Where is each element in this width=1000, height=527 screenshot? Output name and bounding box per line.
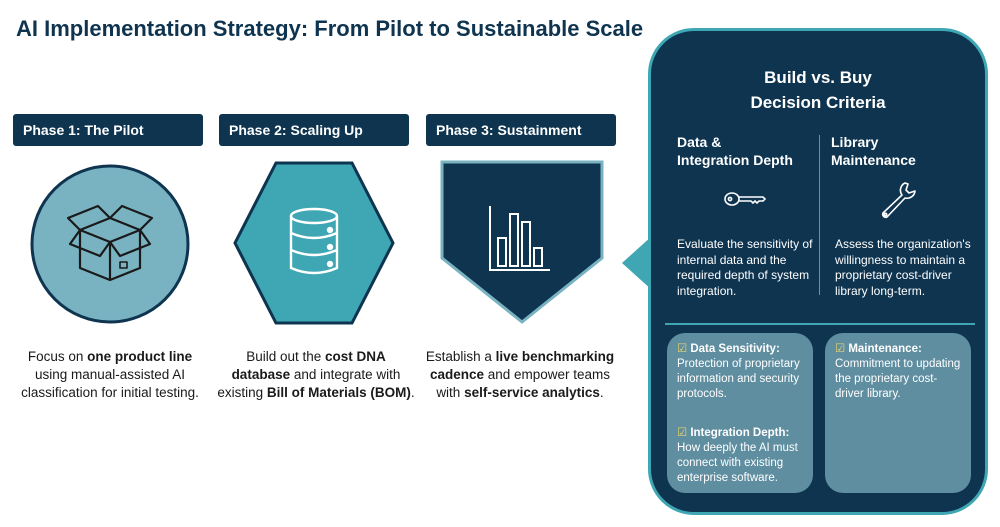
checkbox-icon: ☑ [677, 427, 688, 439]
key-icon [724, 192, 767, 206]
left-criterion-description: Evaluate the sensitivity of internal dat… [677, 237, 813, 298]
checkbox-icon: ☑ [677, 343, 688, 355]
left-criterion-heading: Data & Integration Depth [677, 134, 793, 168]
page-title: AI Implementation Strategy: From Pilot t… [16, 16, 644, 41]
database-icon [289, 207, 339, 275]
box-icon [66, 204, 154, 282]
criterion-maintenance: ☑Maintenance: Commitment to updating the… [835, 343, 961, 400]
data-integration-card: ☑Data Sensitivity: Protection of proprie… [667, 333, 813, 493]
phase-1-description: Focus on one product line using manual-a… [21, 349, 199, 400]
right-criterion-description: Assess the organization's willingness to… [835, 237, 971, 298]
phase-3-description: Establish a live benchmarking cadence an… [425, 349, 615, 400]
phase-1-tab: Phase 1: The Pilot [13, 114, 203, 146]
panel-pointer [622, 236, 652, 290]
phase-3-tab: Phase 3: Sustainment [426, 114, 616, 146]
phase-2-hexagon [233, 161, 395, 325]
section-divider [665, 323, 975, 325]
criterion-integration-depth: ☑Integration Depth: How deeply the AI mu… [677, 427, 798, 484]
phase-3-pentagon [440, 160, 604, 324]
maintenance-card: ☑Maintenance: Commitment to updating the… [825, 333, 971, 493]
right-criterion-heading: Library Maintenance [831, 134, 916, 168]
criterion-data-sensitivity: ☑Data Sensitivity: Protection of proprie… [677, 343, 800, 400]
checkbox-icon: ☑ [835, 343, 846, 355]
phase-2-description: Build out the cost DNA database and inte… [217, 349, 415, 400]
column-divider [819, 135, 820, 295]
phase-1-circle [30, 164, 190, 324]
panel-title: Build vs. Buy Decision Criteria [750, 68, 886, 112]
decision-criteria-panel: Build vs. Buy Decision Criteria Data & I… [648, 28, 988, 515]
bar-chart-icon [489, 206, 550, 271]
phase-2-tab: Phase 2: Scaling Up [219, 114, 409, 146]
wrench-icon [881, 182, 916, 219]
